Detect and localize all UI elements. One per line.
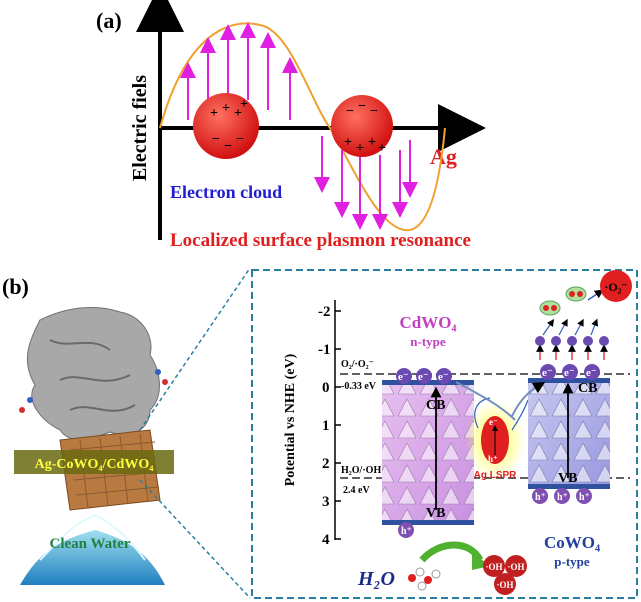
svg-text:+: + <box>210 106 218 121</box>
cdwo4-holes: h⁺ <box>398 522 414 538</box>
tick-label: -2 <box>318 304 331 320</box>
photocatalyst-illustration: Ag-CoWO₄/CdWO₄ Clean Water <box>14 306 174 585</box>
cowo4-holes: h⁺ h⁺ h⁺ <box>532 488 592 504</box>
cdwo4-electrons: e⁻ e⁻ e⁻ <box>396 368 452 384</box>
oh-potential-label: 2.4 eV <box>343 485 370 496</box>
y-axis-label: Electric fiels <box>129 75 151 181</box>
o2-radical-label: ·O₂⁻ <box>604 280 627 294</box>
oh-couple-label: H₂O/·OH <box>341 465 381 476</box>
ag-nanoparticle-1: + + + + − − − <box>193 93 259 159</box>
svg-text:h⁺: h⁺ <box>488 454 498 464</box>
field-arrows-up <box>180 22 298 120</box>
svg-text:e⁻: e⁻ <box>489 417 498 427</box>
svg-text:−: − <box>212 132 220 147</box>
svg-text:h⁺: h⁺ <box>557 492 568 503</box>
panel-a-label: (a) <box>96 8 122 33</box>
svg-text:+: + <box>222 101 230 116</box>
panel-b-label: (b) <box>2 274 29 299</box>
tick-label: -1 <box>318 342 331 358</box>
svg-text:−: − <box>346 104 354 119</box>
svg-text:·OH: ·OH <box>507 562 524 572</box>
svg-text:+: + <box>234 106 242 121</box>
field-arrows-down <box>314 136 418 230</box>
cowo4-type: p-type <box>554 554 590 569</box>
svg-text:−: − <box>224 139 232 154</box>
ag-lspr: e⁻ h⁺ Ag LSPR <box>465 397 529 481</box>
svg-text:−: − <box>370 104 378 119</box>
composite-label: Ag-CoWO₄/CdWO₄ <box>35 457 155 472</box>
svg-text:e⁻: e⁻ <box>542 367 553 379</box>
band-diagram-frame <box>251 269 638 599</box>
ag-lspr-label: Ag LSPR <box>474 470 518 481</box>
svg-text:e⁻: e⁻ <box>586 367 597 379</box>
o2-potential-label: -0.33 eV <box>341 381 377 392</box>
svg-text:+: + <box>344 135 352 150</box>
cowo4-vb: VB <box>558 471 577 486</box>
hydroxyl-generation: H₂O ·OH ·OH ·OH <box>357 541 527 595</box>
panel-a: (a) Electric fiels Ag + <box>96 0 486 251</box>
potential-axis-ticks: -2 -1 0 1 2 3 4 <box>318 304 341 548</box>
cdwo4-semiconductor: CB VB <box>382 380 474 525</box>
ag-nanoparticle-2: − − − + + + + <box>331 95 393 157</box>
water-label: H₂O <box>357 568 395 590</box>
svg-text:+: + <box>356 141 364 156</box>
cowo4-cb: CB <box>578 381 597 396</box>
svg-text:e⁻: e⁻ <box>564 367 575 379</box>
lspr-label: Localized surface plasmon resonance <box>170 230 471 251</box>
cowo4-electrons: e⁻ e⁻ e⁻ <box>540 364 600 380</box>
electron-transfer-arrow-2 <box>511 381 546 417</box>
oxidation-arrow <box>419 541 484 563</box>
cdwo4-name: CdWO₄ <box>399 313 456 332</box>
svg-text:e⁻: e⁻ <box>418 371 429 383</box>
o2-couple-label: O₂/·O₂⁻ <box>341 359 374 370</box>
svg-text:+: + <box>368 135 376 150</box>
electron-cloud-label: Electron cloud <box>170 182 282 202</box>
svg-text:e⁻: e⁻ <box>398 371 409 383</box>
svg-text:·OH: ·OH <box>485 562 502 572</box>
cdwo4-type: n-type <box>410 334 446 349</box>
electron-transfer-arrow <box>455 381 516 421</box>
svg-text:+: + <box>240 97 248 112</box>
potential-axis-label: Potential vs NHE (eV) <box>283 353 298 486</box>
svg-text:+: + <box>378 141 386 156</box>
svg-text:h⁺: h⁺ <box>579 492 590 503</box>
svg-text:h⁺: h⁺ <box>535 492 546 503</box>
svg-text:e⁻: e⁻ <box>438 371 449 383</box>
cdwo4-cb: CB <box>426 398 445 413</box>
svg-text:−: − <box>236 132 244 147</box>
tick-label: 1 <box>322 418 330 434</box>
panel-b: (b) Ag-CoWO₄/CdWO₄ Clean Water Potential… <box>2 267 638 599</box>
zoom-line-top <box>139 267 251 431</box>
tick-label: 2 <box>322 456 330 472</box>
svg-text:−: − <box>358 99 366 114</box>
svg-text:·OH: ·OH <box>496 580 513 590</box>
zoom-line-bottom <box>139 479 251 599</box>
clean-water-label: Clean Water <box>50 536 131 552</box>
tick-label: 4 <box>322 532 330 548</box>
tick-label: 3 <box>322 494 330 510</box>
svg-text:h⁺: h⁺ <box>401 526 412 537</box>
cowo4-semiconductor: CB VB <box>528 378 610 489</box>
superoxide-generation: ·O₂⁻ <box>535 270 632 360</box>
tick-label: 0 <box>322 380 330 396</box>
cdwo4-vb: VB <box>426 506 445 521</box>
cowo4-name: CoWO₄ <box>544 533 600 552</box>
